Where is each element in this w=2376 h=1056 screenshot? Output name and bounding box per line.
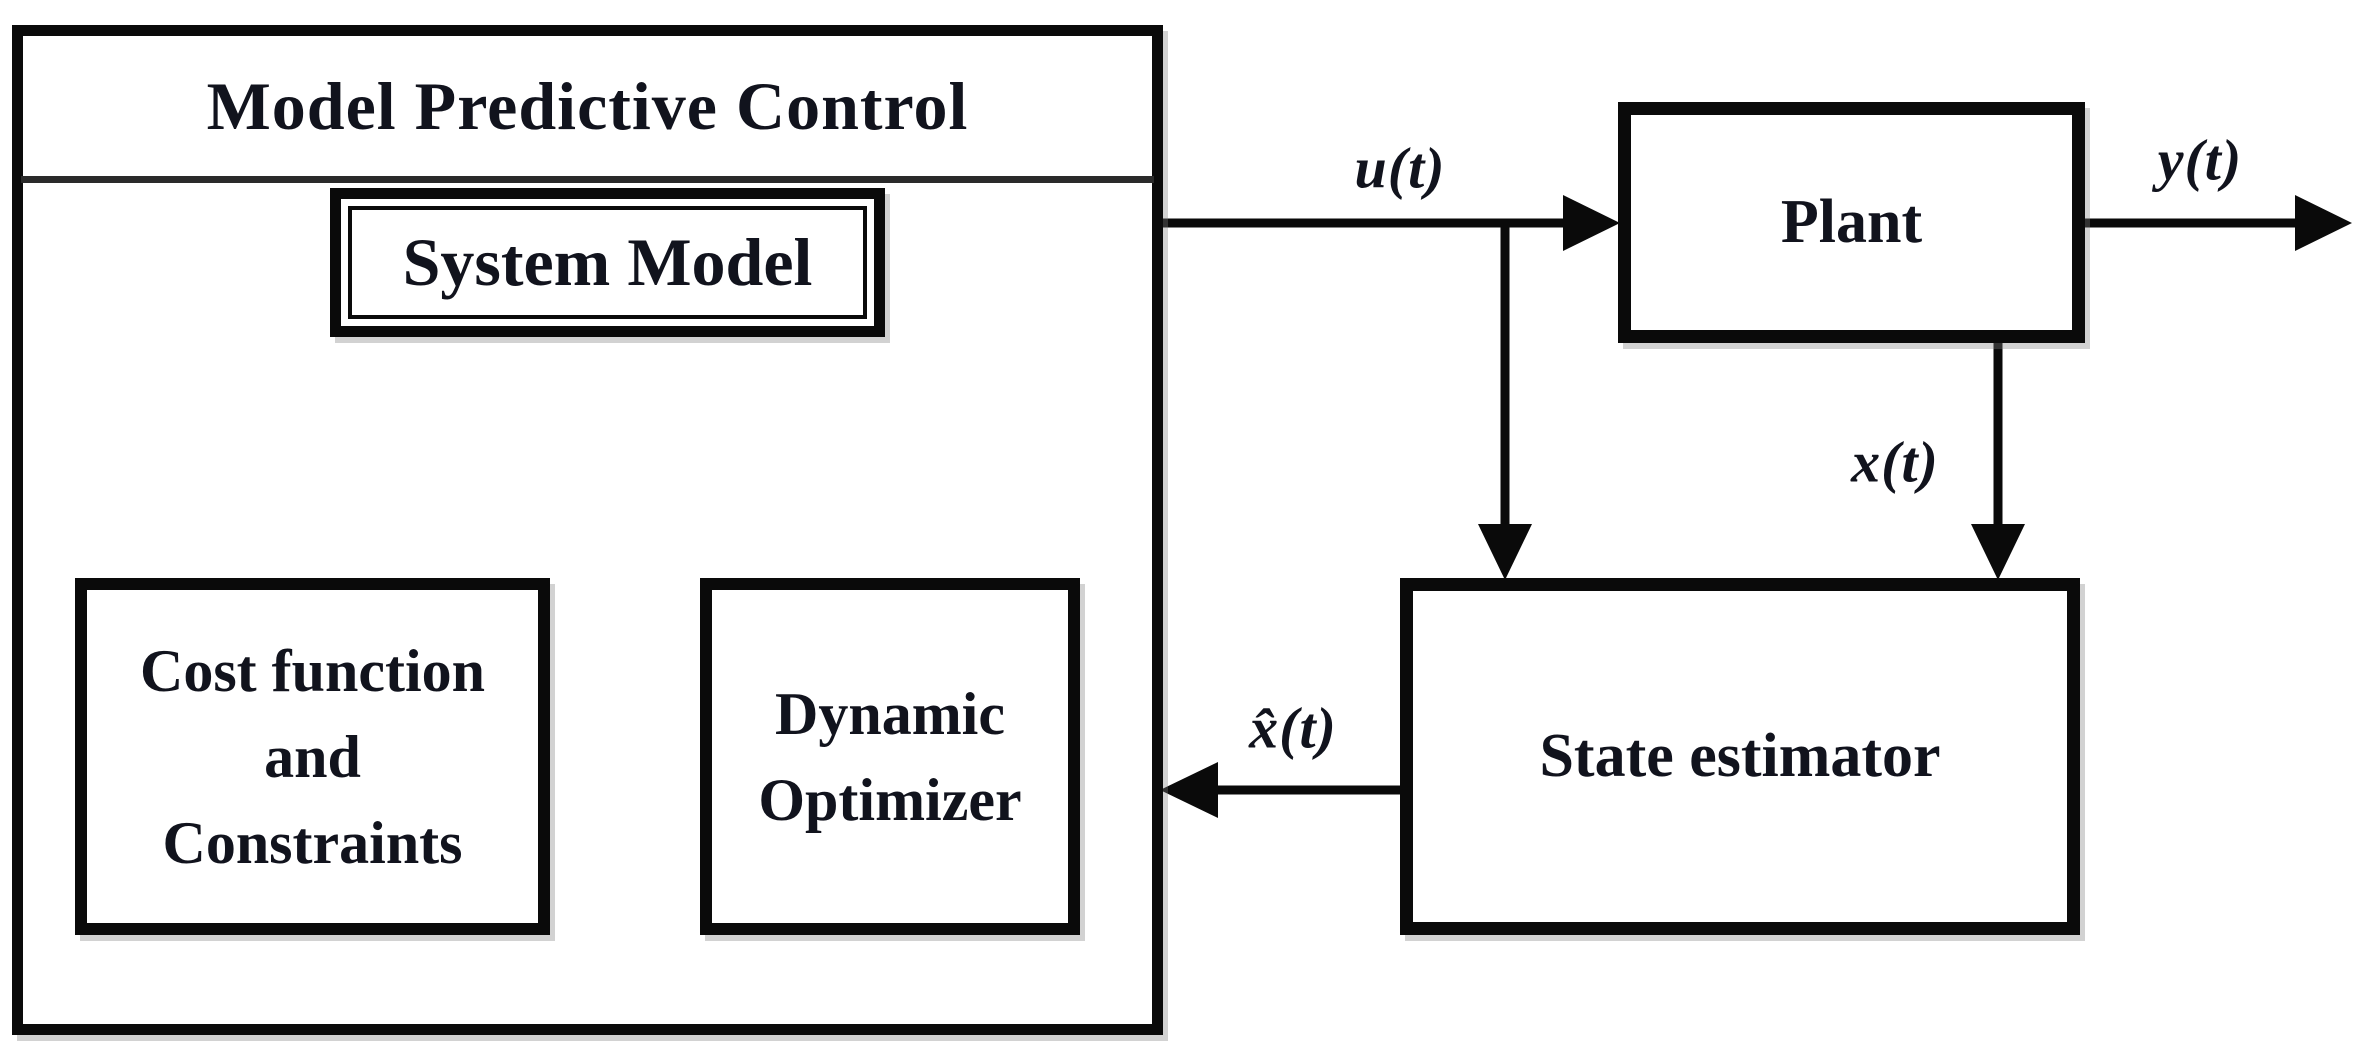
cost-function-label-line3: Constraints (162, 809, 463, 876)
y-t-arrow (2085, 195, 2352, 251)
state-estimator-label: State estimator (1539, 722, 1941, 790)
y-t-label: y(t) (2157, 127, 2243, 193)
cost-function-label-line2: and (264, 723, 361, 790)
mpc-title-divider (21, 176, 1154, 183)
dynamic-optimizer-label-line1: Dynamic (775, 680, 1005, 747)
x-t-arrow (1971, 343, 2025, 580)
cost-function-box: Cost function and Constraints (75, 578, 550, 935)
plant-label: Plant (1780, 188, 1923, 256)
plant-box: Plant (1618, 102, 2085, 343)
u-t-arrow (1163, 195, 1620, 251)
dynamic-optimizer-label-line2: Optimizer (758, 766, 1022, 833)
dynamic-optimizer-box: Dynamic Optimizer (700, 578, 1080, 935)
system-model-box: System Model (330, 188, 885, 337)
cost-function-label-line1: Cost function (139, 637, 486, 704)
x-hat-arrow (1160, 762, 1400, 818)
x-hat-label: x̂(t) (1249, 695, 1337, 761)
u-t-label: u(t) (1354, 135, 1446, 201)
mpc-title: Model Predictive Control (206, 67, 969, 144)
u-t-branch-arrow (1478, 223, 1532, 580)
x-t-label: x(t) (1851, 429, 1939, 495)
state-estimator-box: State estimator (1400, 578, 2080, 935)
system-model-label: System Model (402, 224, 813, 300)
